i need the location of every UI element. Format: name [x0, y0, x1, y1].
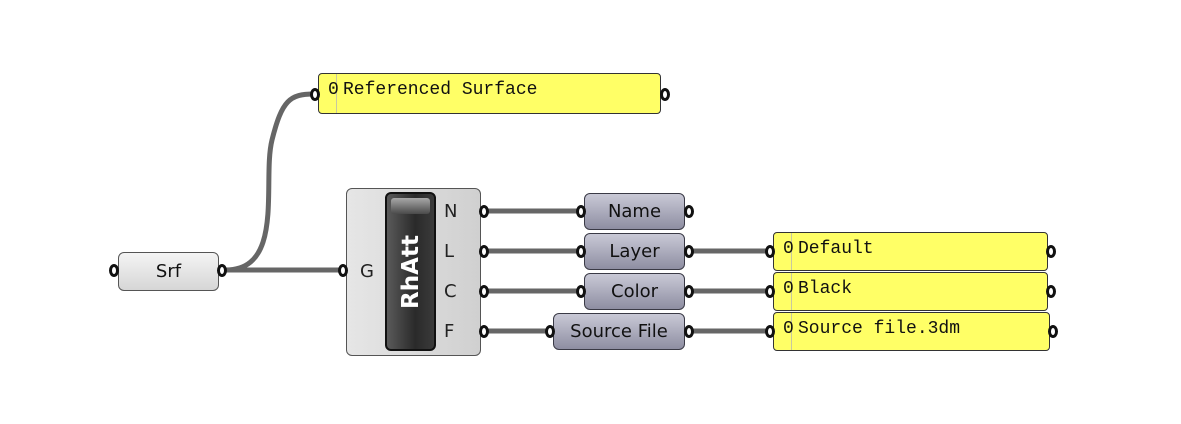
- name-input-grip[interactable]: [576, 205, 586, 218]
- black-panel-output-grip[interactable]: [1046, 285, 1056, 298]
- color-parameter[interactable]: Color: [584, 273, 685, 310]
- srf-input-grip[interactable]: [109, 264, 119, 277]
- output-label-c: C: [444, 281, 457, 302]
- output-label-n: N: [444, 201, 458, 222]
- black-panel[interactable]: 0 Black: [773, 272, 1048, 311]
- color-output-grip[interactable]: [684, 285, 694, 298]
- panel-index: 0: [774, 273, 794, 310]
- rhatt-input-grip-g[interactable]: [338, 264, 348, 277]
- srf-parameter[interactable]: Srf: [118, 252, 219, 291]
- rhatt-output-grip-f[interactable]: [479, 325, 489, 338]
- layer-input-grip[interactable]: [576, 245, 586, 258]
- layer-output-grip[interactable]: [684, 245, 694, 258]
- name-parameter[interactable]: Name: [584, 193, 685, 230]
- name-output-grip[interactable]: [684, 205, 694, 218]
- name-label: Name: [607, 201, 662, 222]
- source-file-panel-input-grip[interactable]: [765, 325, 775, 338]
- black-panel-input-grip[interactable]: [765, 285, 775, 298]
- srf-label: Srf: [155, 261, 182, 282]
- source-file-parameter[interactable]: Source File: [553, 313, 685, 350]
- rhatt-output-grip-n[interactable]: [479, 205, 489, 218]
- panel-index: 0: [319, 74, 339, 113]
- default-panel[interactable]: 0 Default: [773, 232, 1048, 271]
- color-input-grip[interactable]: [576, 285, 586, 298]
- referenced-surface-panel[interactable]: 0 Referenced Surface: [318, 73, 661, 114]
- rhatt-output-grip-c[interactable]: [479, 285, 489, 298]
- panel-text: Black: [798, 279, 853, 299]
- referenced-panel-input-grip[interactable]: [310, 88, 320, 101]
- referenced-panel-output-grip[interactable]: [660, 88, 670, 101]
- wire-srf-to-referenced-panel[interactable]: [223, 91, 317, 273]
- output-label-f: F: [444, 321, 455, 342]
- layer-parameter[interactable]: Layer: [584, 233, 685, 270]
- rhatt-output-grip-l[interactable]: [479, 245, 489, 258]
- panel-text: Source file.3dm: [798, 319, 961, 339]
- source-file-label: Source File: [570, 321, 668, 342]
- panel-text: Default: [798, 239, 874, 259]
- default-panel-input-grip[interactable]: [765, 245, 775, 258]
- output-label-l: L: [444, 241, 455, 262]
- panel-index: 0: [774, 313, 794, 350]
- rhatt-title: RhAtt: [397, 234, 424, 309]
- source-file-panel[interactable]: 0 Source file.3dm: [773, 312, 1050, 351]
- source-file-input-grip[interactable]: [545, 325, 555, 338]
- source-file-panel-output-grip[interactable]: [1048, 325, 1058, 338]
- rhatt-core[interactable]: RhAtt: [385, 192, 436, 351]
- rhatt-component[interactable]: G RhAtt N L C F: [346, 188, 481, 356]
- default-panel-output-grip[interactable]: [1046, 245, 1056, 258]
- panel-text: Referenced Surface: [343, 80, 538, 100]
- source-file-output-grip[interactable]: [684, 325, 694, 338]
- panel-index: 0: [774, 233, 794, 270]
- color-label: Color: [611, 281, 658, 302]
- input-label-g: G: [360, 261, 374, 282]
- layer-label: Layer: [609, 241, 660, 262]
- srf-output-grip[interactable]: [217, 264, 227, 277]
